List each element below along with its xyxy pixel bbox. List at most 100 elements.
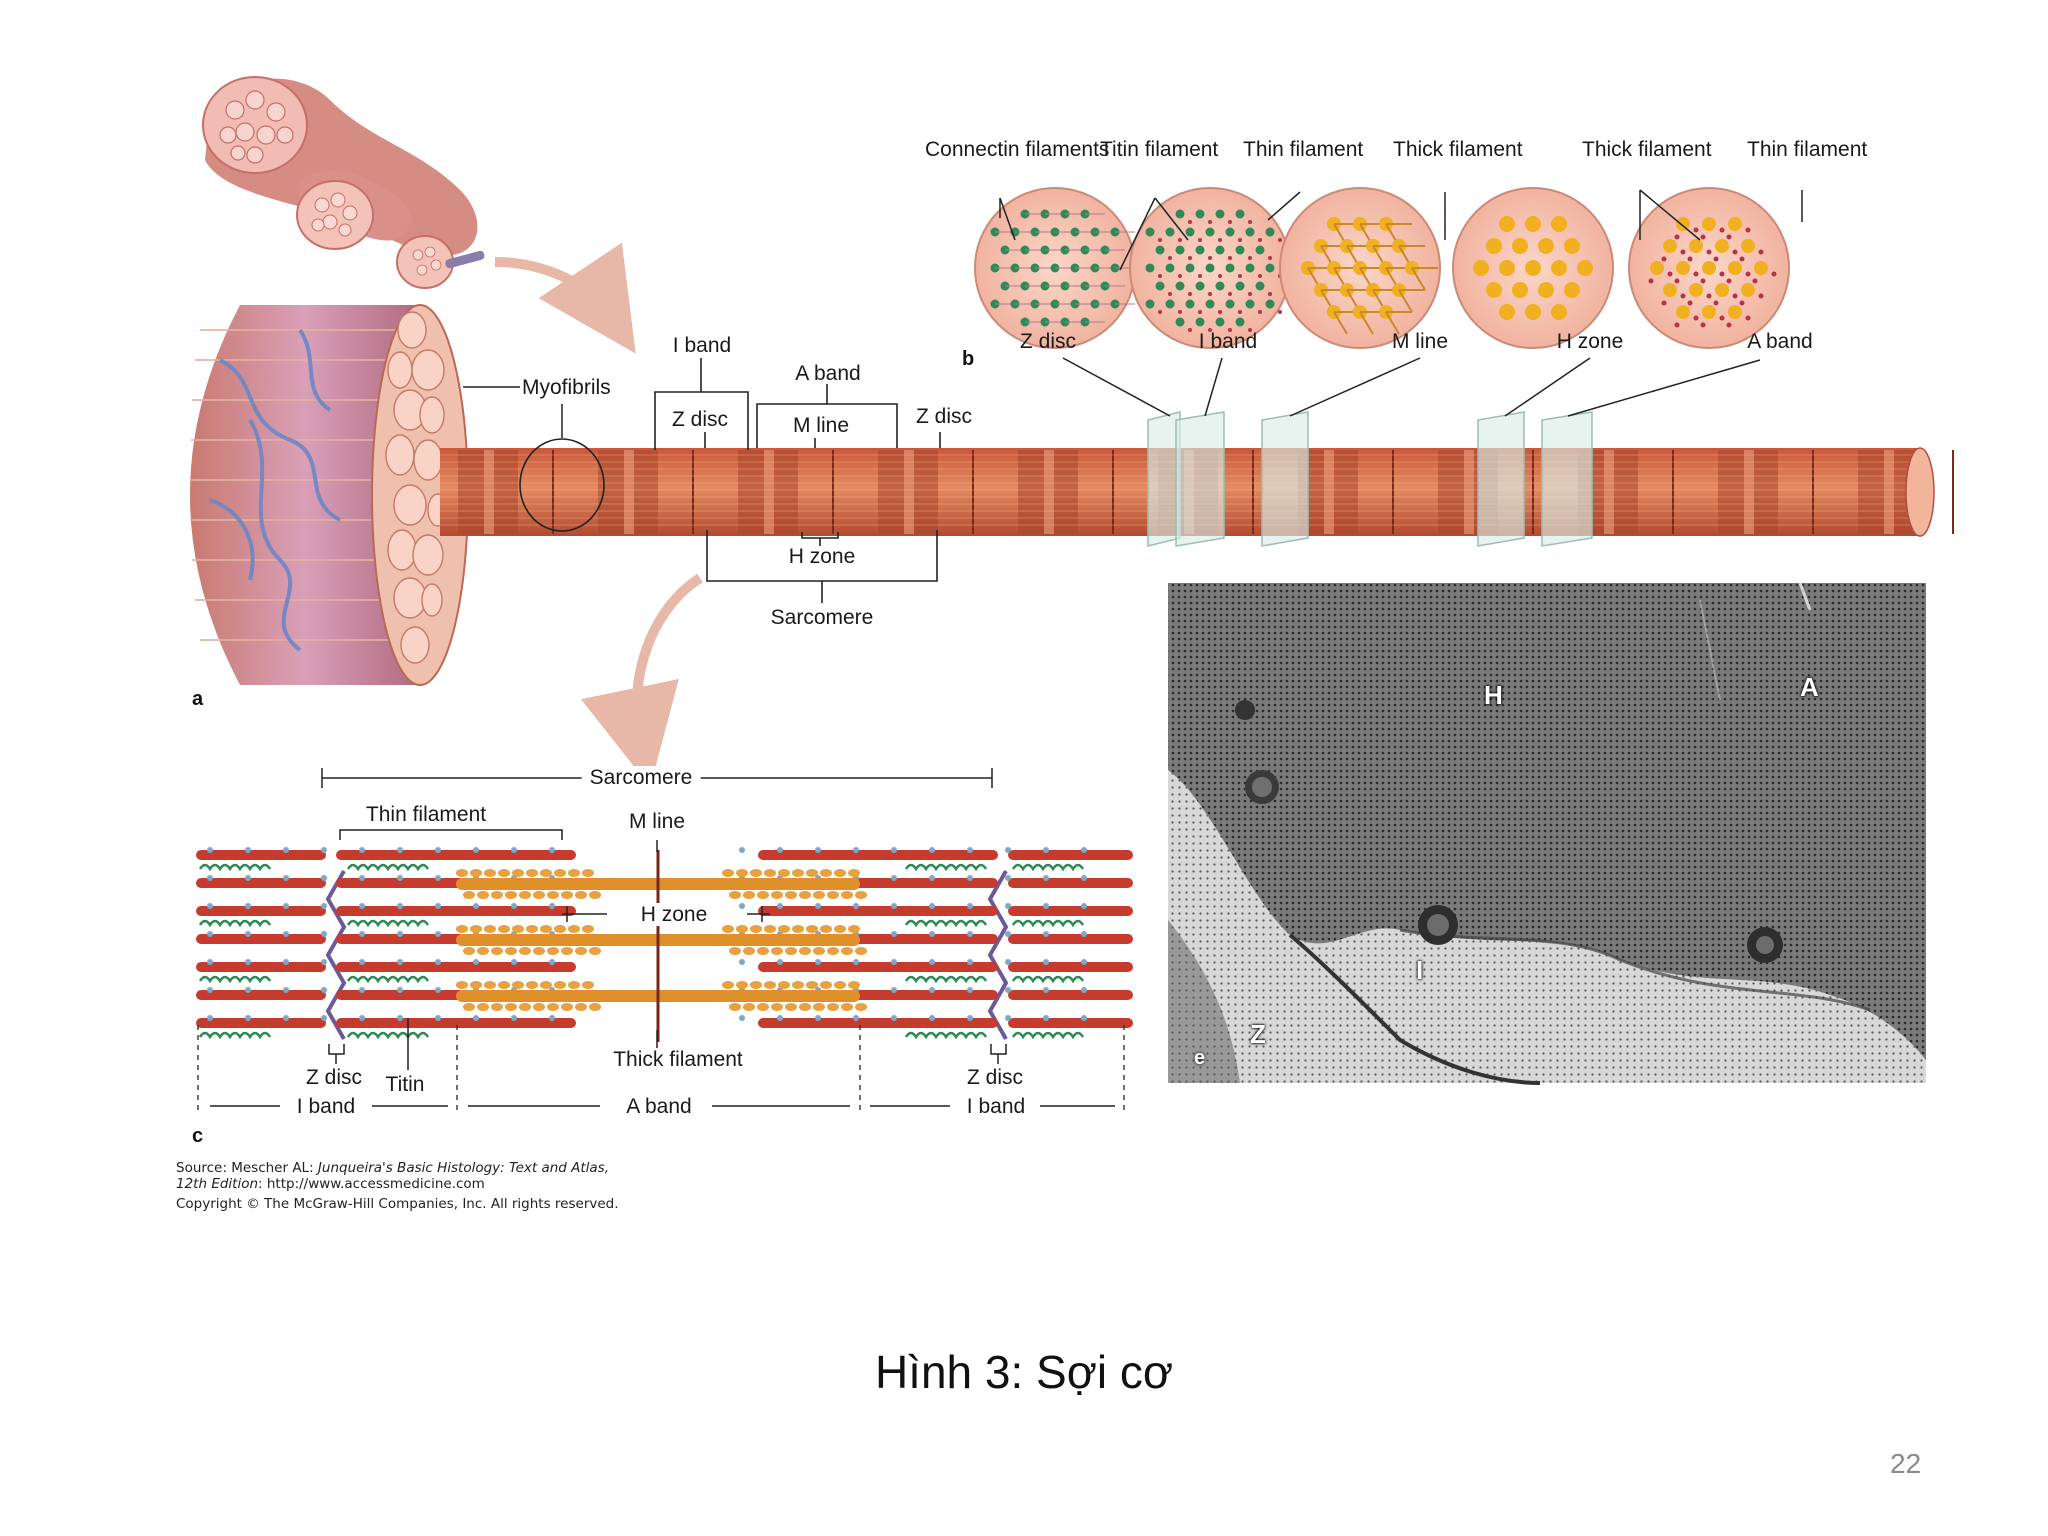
troponin-bead <box>207 903 213 909</box>
myosin-head <box>806 925 818 933</box>
troponin-bead <box>853 1015 859 1021</box>
myosin-head <box>813 1003 825 1011</box>
thick-filament-dot <box>1741 239 1755 253</box>
h-zone-stripe <box>764 450 774 534</box>
myosin-head <box>841 891 853 899</box>
thick-filament-dot <box>1728 261 1742 275</box>
titin-dot <box>1178 310 1182 314</box>
titin-dot <box>1238 274 1242 278</box>
sarc-label-titin: Titin <box>385 1073 425 1096</box>
troponin-bead <box>283 847 289 853</box>
thin-filament-left <box>336 850 576 860</box>
thick-filament-dot <box>1512 282 1528 298</box>
troponin-bead <box>207 987 213 993</box>
h-zone-stripe <box>1604 450 1614 534</box>
troponin-bead <box>549 847 555 853</box>
troponin-bead <box>245 959 251 965</box>
thick-filament-dot <box>1676 305 1690 319</box>
troponin-bead <box>1005 1015 1011 1021</box>
troponin-bead <box>1043 1015 1049 1021</box>
titin-dot <box>1208 220 1212 224</box>
troponin-bead <box>511 1015 517 1021</box>
thick-filament-dot <box>1715 239 1729 253</box>
thick-filament-dot <box>1702 305 1716 319</box>
troponin-bead <box>207 931 213 937</box>
myosin-head <box>505 947 517 955</box>
thin-filament-dot <box>1205 227 1215 237</box>
thin-filament-right <box>758 1018 998 1028</box>
myosin-head <box>547 947 559 955</box>
thin-filament-right <box>758 962 998 972</box>
h-zone-stripe <box>1464 450 1474 534</box>
thin-filament-dot <box>1687 256 1693 262</box>
thin-filament-dot <box>1758 293 1764 299</box>
titin-dot <box>1248 292 1252 296</box>
source-line-2: 12th Edition: http://www.accessmedicine.… <box>176 1176 485 1192</box>
fiber-label-aband: A band <box>795 362 861 385</box>
thin-filament-dot <box>1745 227 1751 233</box>
myosin-head <box>540 981 552 989</box>
h-zone-stripe <box>1324 450 1334 534</box>
thin-filament-dot <box>1674 234 1680 240</box>
troponin-bead <box>815 959 821 965</box>
troponin-bead <box>359 875 365 881</box>
titin-dot <box>1168 292 1172 296</box>
fiber-label-zdisc-2: Z disc <box>915 405 973 428</box>
troponin-bead <box>511 903 517 909</box>
thin-filament-outer <box>196 962 326 972</box>
thin-filament-dot <box>1165 227 1175 237</box>
thin-filament-dot <box>1726 278 1732 284</box>
thick-filament-dot <box>1486 282 1502 298</box>
mline-link <box>1333 311 1348 335</box>
myosin-head <box>792 869 804 877</box>
titin-spring <box>904 919 988 928</box>
titin-spring <box>346 919 430 928</box>
myosin-head <box>813 947 825 955</box>
myosin-head <box>512 981 524 989</box>
titin-dot <box>1248 328 1252 332</box>
titin-dot <box>1208 292 1212 296</box>
thick-filament-dot <box>1676 217 1690 231</box>
myosin-head <box>764 869 776 877</box>
titin-spring <box>1011 1031 1085 1040</box>
myosin-head <box>526 981 538 989</box>
titin-dot <box>1228 220 1232 224</box>
thin-filament-outer <box>1008 850 1133 860</box>
myosin-head <box>848 925 860 933</box>
thin-filament-dot <box>1700 322 1706 328</box>
thick-filament-dot <box>1525 260 1541 276</box>
fiber-label-hzone: H zone <box>788 545 856 568</box>
thin-filament-dot <box>1225 299 1235 309</box>
troponin-bead <box>929 847 935 853</box>
myosin-head <box>771 947 783 955</box>
troponin-bead <box>321 987 327 993</box>
troponin-bead <box>397 987 403 993</box>
myosin-head <box>827 1003 839 1011</box>
thin-filament-outer <box>1008 1018 1133 1028</box>
troponin-bead <box>1081 987 1087 993</box>
thick-filament-dot <box>1754 261 1768 275</box>
sarc-label-sarcomere: Sarcomere <box>581 766 701 790</box>
myosin-head <box>757 1003 769 1011</box>
myosin-head <box>540 925 552 933</box>
sarc-label-hzone: H zone <box>638 903 710 927</box>
troponin-bead <box>929 903 935 909</box>
troponin-bead <box>549 903 555 909</box>
troponin-bead <box>1043 875 1049 881</box>
label-thick-filament-1: Thick filament <box>1393 138 1523 161</box>
troponin-bead <box>891 931 897 937</box>
troponin-bead <box>473 903 479 909</box>
titin-spring <box>904 1031 988 1040</box>
thin-filament-dot <box>1693 227 1699 233</box>
label-titin-filament: Titin filament <box>1100 138 1219 161</box>
h-zone-stripe <box>904 450 914 534</box>
thin-filament-dot <box>1215 245 1225 255</box>
myosin-head <box>855 1003 867 1011</box>
thin-filament-dot <box>1265 299 1275 309</box>
thin-filament-dot <box>1175 317 1185 327</box>
titin-dot <box>1248 256 1252 260</box>
thick-filament-dot <box>1499 216 1515 232</box>
troponin-bead <box>397 903 403 909</box>
myosin-head <box>456 981 468 989</box>
myosin-head <box>799 1003 811 1011</box>
